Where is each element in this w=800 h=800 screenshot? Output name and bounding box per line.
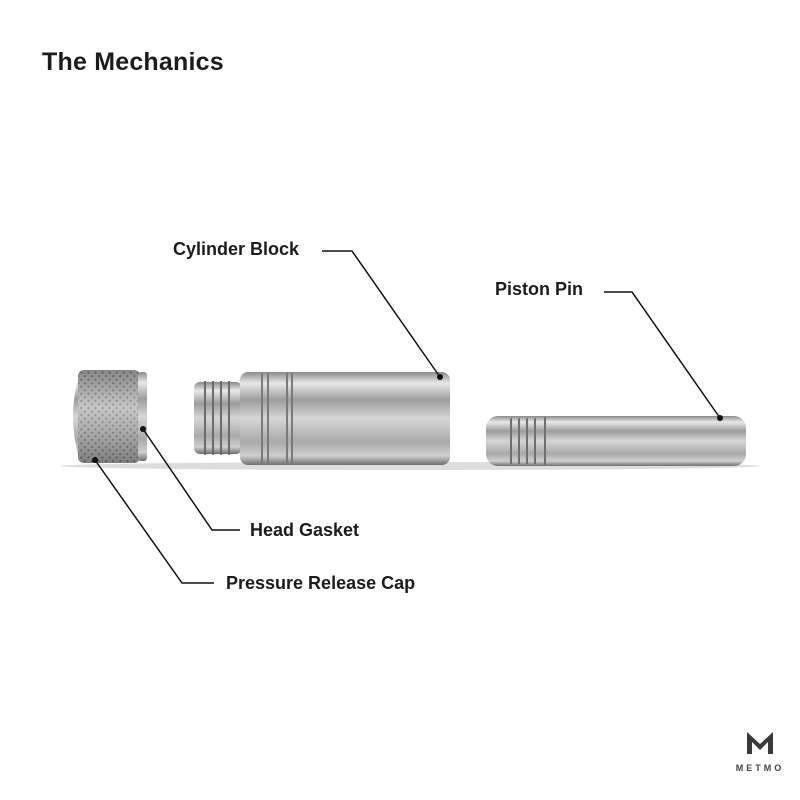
piston-pin-dot	[717, 415, 723, 421]
label-pressure-release-cap: Pressure Release Cap	[226, 573, 416, 593]
page-title: The Mechanics	[42, 48, 224, 76]
pressure-cap-leader	[94, 459, 214, 584]
head-gasket-dot	[140, 426, 146, 432]
logo-wordmark: METMO	[735, 763, 785, 773]
pressure-release-cap-part	[73, 370, 147, 463]
cylinder-block-part	[194, 372, 450, 465]
metmo-m-icon	[747, 732, 773, 754]
piston-pin-leader	[604, 291, 721, 419]
label-cylinder-block: Cylinder Block	[173, 239, 300, 259]
head-gasket-leader	[142, 428, 240, 531]
cylinder-block-leader	[322, 250, 441, 378]
cylinder-block-dot	[437, 374, 443, 380]
metmo-logo: METMO	[735, 730, 785, 773]
piston-pin-part	[486, 416, 746, 466]
label-head-gasket: Head Gasket	[250, 520, 360, 540]
pressure-cap-dot	[92, 457, 98, 463]
label-piston-pin: Piston Pin	[495, 279, 584, 299]
